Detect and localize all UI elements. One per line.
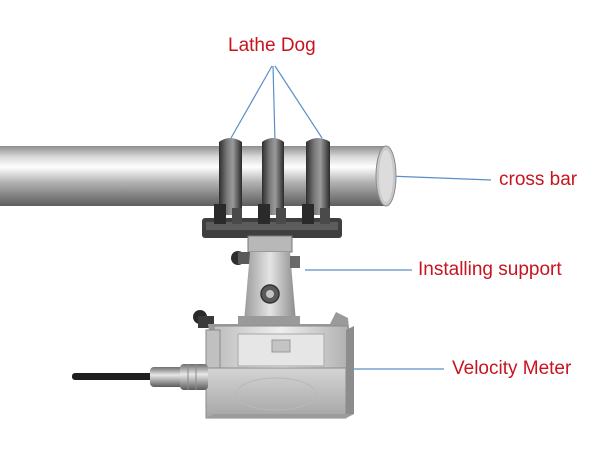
installing-support-bracket xyxy=(231,235,300,322)
leader-line-lathe-dog-left xyxy=(230,65,273,139)
cable-connector xyxy=(72,364,208,390)
cross-bar-label: cross bar xyxy=(499,169,578,190)
lathe-dog-clamp-left xyxy=(214,138,242,224)
leader-lines xyxy=(230,65,492,370)
leader-line-lathe-dog-middle xyxy=(272,65,276,143)
leader-line-cross-bar xyxy=(387,175,492,181)
velocity-meter-label: Velocity Meter xyxy=(452,358,572,379)
lathe-dog-clamp-middle xyxy=(258,138,286,224)
lathe-dog-label: Lathe Dog xyxy=(228,35,316,56)
velocity-meter-housing xyxy=(193,310,354,419)
lathe-dog-clamps xyxy=(202,138,342,238)
installing-support-label: Installing support xyxy=(418,259,562,280)
leader-line-lathe-dog-right xyxy=(274,65,323,139)
lathe-dog-clamp-right xyxy=(302,138,330,224)
cross-bar-tube xyxy=(0,145,397,207)
